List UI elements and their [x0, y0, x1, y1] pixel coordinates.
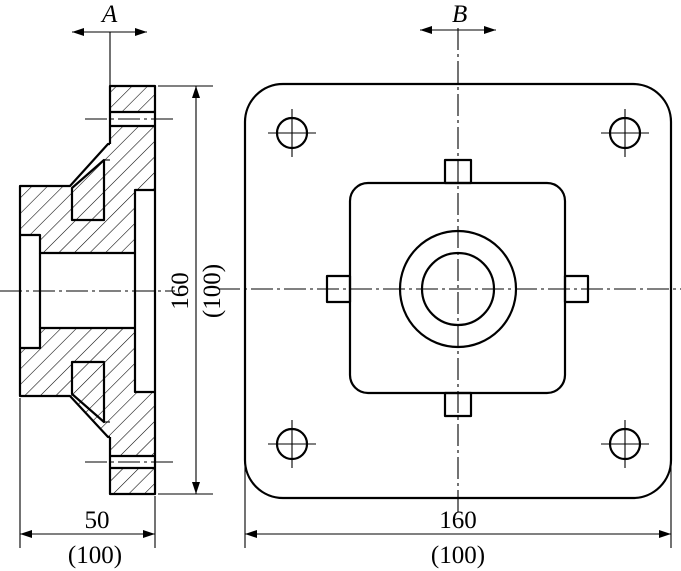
section-view: A: [0, 1, 175, 496]
section-b-label: B: [452, 1, 467, 28]
section-a-label: A: [100, 1, 118, 28]
front-view: B: [218, 1, 681, 515]
bolt-hole-centerlines: [268, 109, 649, 468]
width-dimension-value: 160: [439, 507, 477, 534]
height-dimension-alt: (100): [199, 264, 226, 318]
depth-dimension-alt: (100): [68, 542, 122, 569]
depth-dimension-value: 50: [85, 507, 110, 534]
section-hatching: [20, 86, 155, 494]
dimensions: 160 (100) 50 (100) 160 (100): [19, 85, 672, 569]
height-dimension-value: 160: [167, 272, 194, 310]
width-dimension-alt: (100): [431, 542, 485, 569]
